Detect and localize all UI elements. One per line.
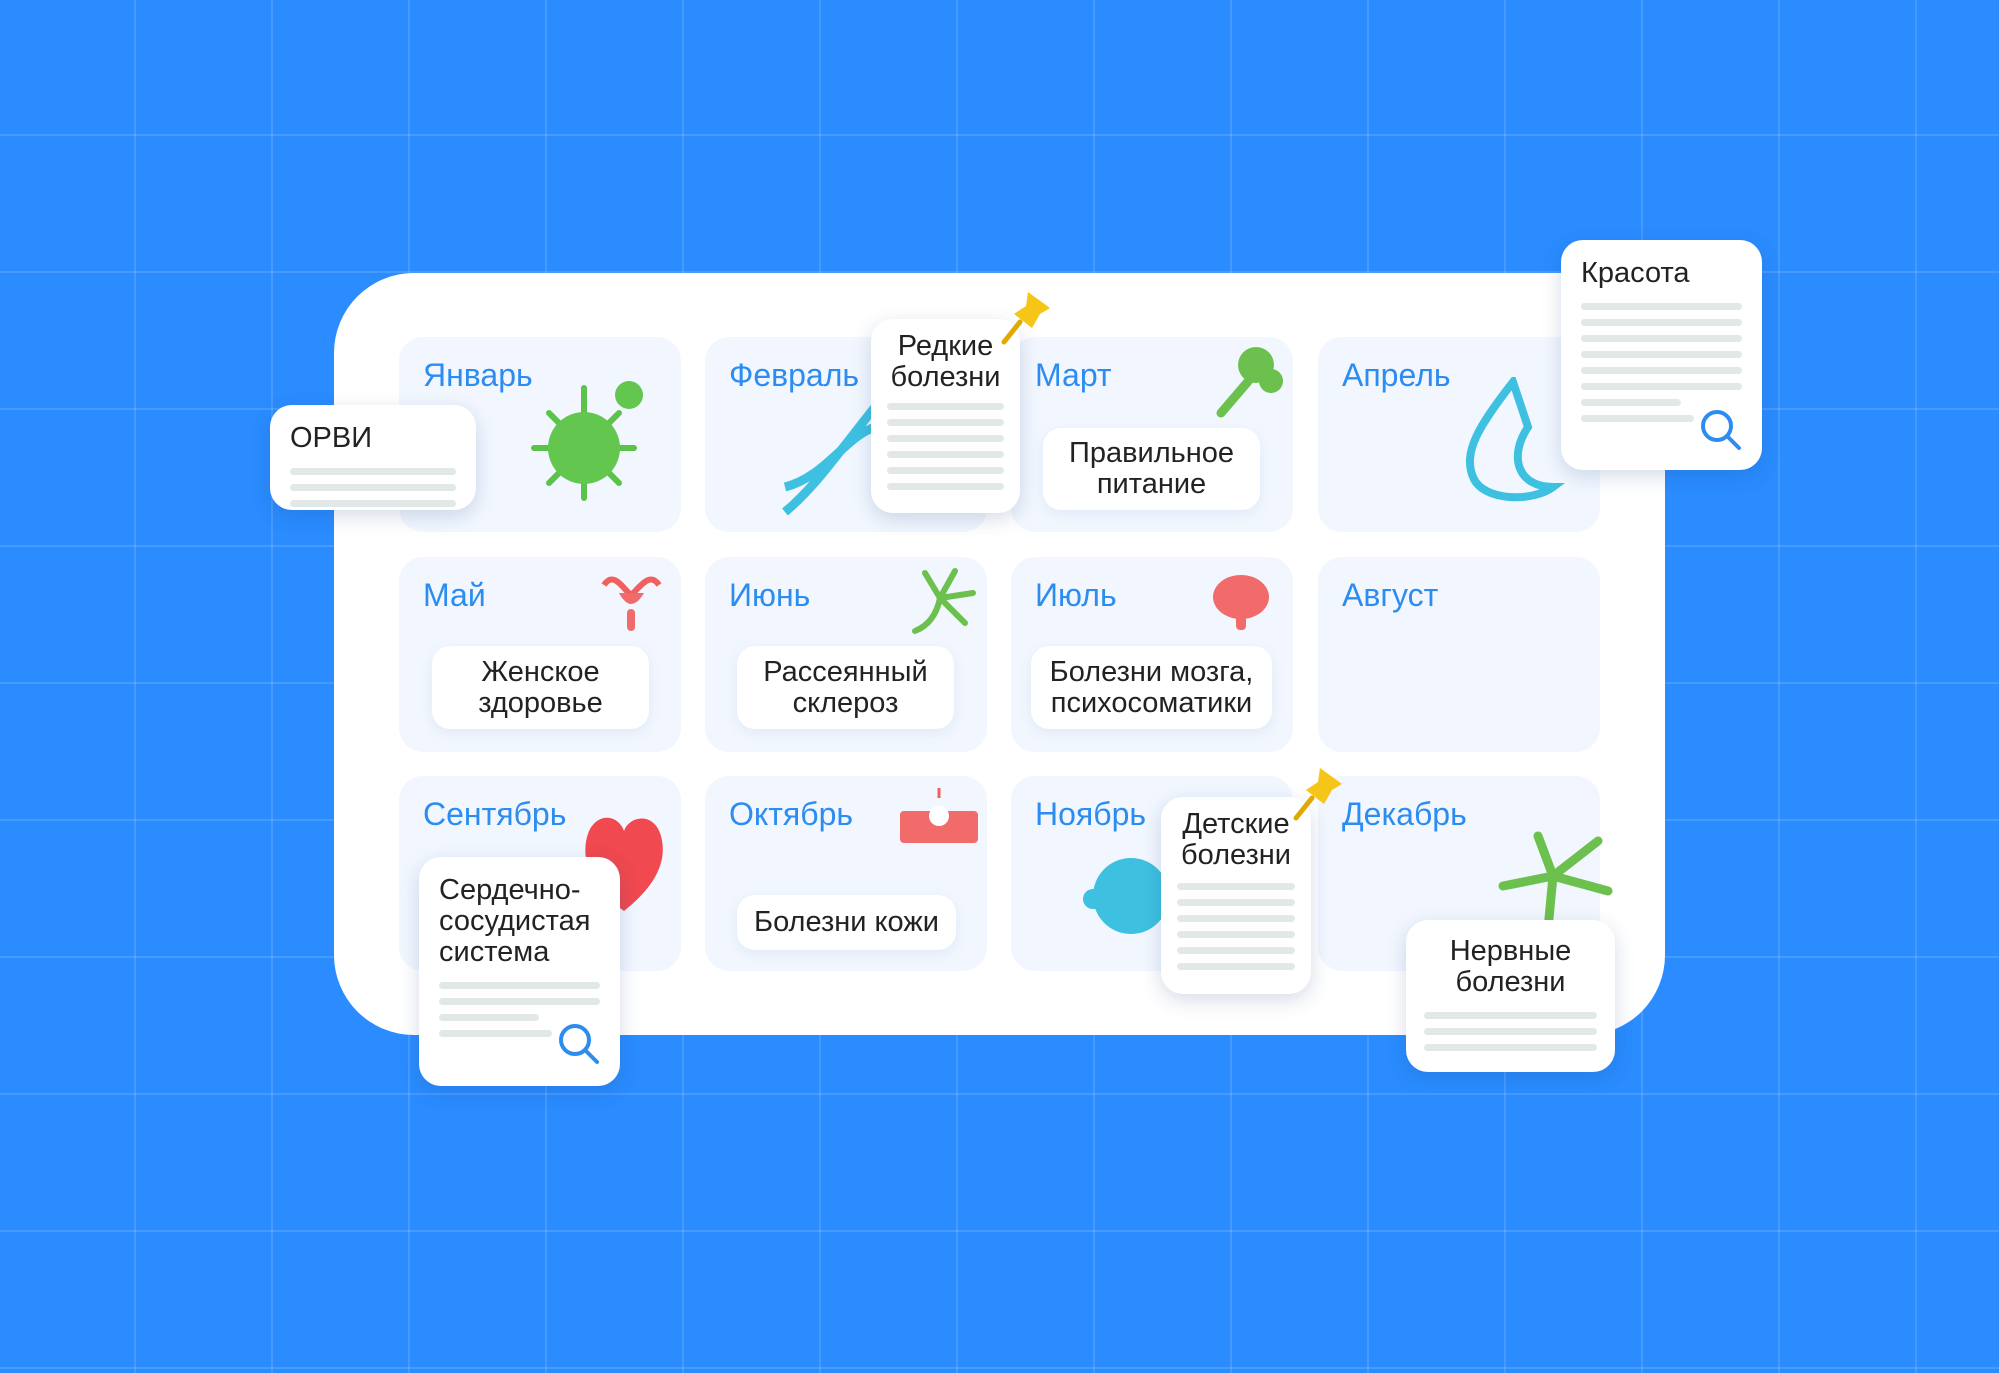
month-label: Август — [1342, 577, 1439, 613]
month-label: Май — [423, 577, 486, 613]
topic-label-multiple-sclerosis[interactable]: Рассеянный склероз — [737, 646, 954, 729]
card-title: Нервные болезни — [1449, 935, 1572, 998]
topic-label-brain[interactable]: Болезни мозга, психосоматики — [1031, 646, 1272, 729]
month-cell-april[interactable]: Апрель — [1318, 337, 1600, 532]
pushpin-icon — [1293, 768, 1342, 821]
text-placeholder-lines — [439, 982, 600, 1037]
brain-icon — [1213, 575, 1269, 630]
topic-label-skin[interactable]: Болезни кожи — [737, 895, 956, 950]
card-rare-diseases[interactable]: Редкие болезни — [871, 319, 1020, 513]
card-cardiovascular[interactable]: Сердечно-сосудистая система — [419, 857, 620, 1086]
topic-label-womens-health[interactable]: Женское здоровье — [432, 646, 649, 729]
text-placeholder-lines — [887, 403, 1004, 490]
nerve-icon — [1498, 831, 1613, 931]
month-label: Февраль — [729, 357, 860, 393]
card-title: Редкие болезни — [890, 330, 1001, 393]
card-title: Красота — [1581, 257, 1690, 289]
uterus-icon — [601, 576, 662, 631]
neuron-icon — [912, 568, 976, 634]
month-label: Июнь — [729, 577, 811, 613]
card-childrens-diseases[interactable]: Детские болезни — [1161, 797, 1311, 994]
virus-icon — [531, 381, 643, 501]
card-title: Детские болезни — [1180, 808, 1292, 871]
month-label: Декабрь — [1342, 796, 1467, 832]
pushpin-icon — [1001, 292, 1050, 345]
month-label: Сентябрь — [423, 796, 567, 832]
baby-icon — [1083, 858, 1169, 934]
search-icon[interactable] — [1699, 408, 1743, 452]
month-label: Январь — [423, 357, 533, 393]
skin-icon — [900, 788, 978, 843]
month-cell-august[interactable]: Август — [1318, 557, 1600, 752]
text-placeholder-lines — [1581, 303, 1742, 422]
dna-icon — [782, 404, 879, 516]
text-placeholder-lines — [1424, 1012, 1597, 1051]
topic-label-nutrition[interactable]: Правильное питание — [1043, 428, 1260, 510]
card-nervous-diseases[interactable]: Нервные болезни — [1406, 920, 1615, 1072]
month-label: Апрель — [1342, 357, 1451, 393]
face-drop-icon — [1465, 377, 1566, 502]
text-placeholder-lines — [1177, 883, 1295, 970]
month-label: Октябрь — [729, 796, 854, 832]
card-title: ОРВИ — [290, 422, 373, 454]
card-title: Сердечно-сосудистая система — [439, 874, 591, 968]
month-label: Июль — [1035, 577, 1117, 613]
month-label: Март — [1035, 357, 1112, 393]
month-label: Ноябрь — [1035, 796, 1147, 832]
broccoli-icon — [1216, 347, 1283, 418]
card-beauty[interactable]: Красота — [1561, 240, 1762, 470]
search-icon[interactable] — [557, 1022, 601, 1066]
card-orvi[interactable]: ОРВИ — [270, 405, 476, 510]
text-placeholder-lines — [290, 468, 456, 507]
